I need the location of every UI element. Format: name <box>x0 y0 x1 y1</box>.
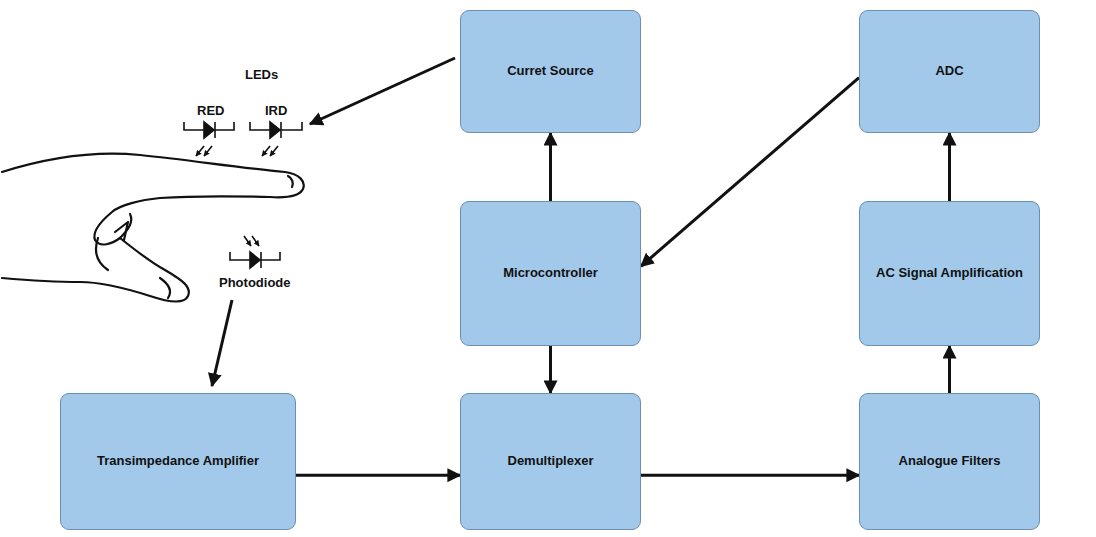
hand-bottom <box>2 278 80 282</box>
demux-box: Demultiplexer <box>460 393 641 530</box>
led-label: RED <box>196 104 225 118</box>
flow-arrow <box>948 133 951 201</box>
led-group-label: LEDs <box>244 68 279 82</box>
box-label: AC Signal Amplification <box>876 265 1023 281</box>
microcontroller-box: Microcontroller <box>460 201 641 346</box>
drive-arrow <box>310 58 455 124</box>
photodiode-symbol <box>230 236 280 268</box>
adc-box: ADC <box>859 10 1040 133</box>
flow-arrow <box>549 346 552 393</box>
box-label: Curret Source <box>507 63 594 79</box>
fingernail <box>288 176 293 187</box>
text-stack: Transimpedance Amplifier <box>97 453 259 469</box>
flow-arrow <box>641 474 859 477</box>
text-stack: Analogue Filters <box>899 453 1001 469</box>
flow-arrow <box>948 346 951 393</box>
text-stack: AC Signal Amplification <box>876 265 1023 281</box>
flow-arrow <box>296 474 460 477</box>
box-label: Demultiplexer <box>508 453 594 469</box>
text-stack: Microcontroller <box>503 265 598 281</box>
finger-crease <box>160 278 170 298</box>
ird-led-symbol <box>250 122 302 156</box>
current-source-box: Curret Source <box>460 10 641 133</box>
hand-drawing <box>2 154 304 302</box>
box-label: Analogue Filters <box>899 453 1001 469</box>
text-stack: Curret Source <box>507 63 594 79</box>
palm-line <box>96 238 108 270</box>
text-stack: Demultiplexer <box>508 453 594 469</box>
filter-box: Analogue Filters <box>859 393 1040 530</box>
thumbnail <box>115 222 128 240</box>
sensor-label: Photodiode <box>218 276 292 290</box>
signal-arrow <box>212 300 232 386</box>
thumb <box>94 198 160 244</box>
box-label: Transimpedance Amplifier <box>97 453 259 469</box>
box-label: Microcontroller <box>503 265 598 281</box>
index-finger <box>2 154 304 198</box>
flow-arrow <box>549 133 552 201</box>
box-label: ADC <box>935 63 963 79</box>
text-stack: ADC <box>935 63 963 79</box>
red-led-symbol <box>184 122 234 156</box>
amplifier-box: AC Signal Amplification <box>859 201 1040 346</box>
curled-finger <box>80 238 189 302</box>
flow-arrow <box>641 78 859 267</box>
led-label: IRD <box>264 104 288 118</box>
tia-box: Transimpedance Amplifier <box>60 393 296 530</box>
